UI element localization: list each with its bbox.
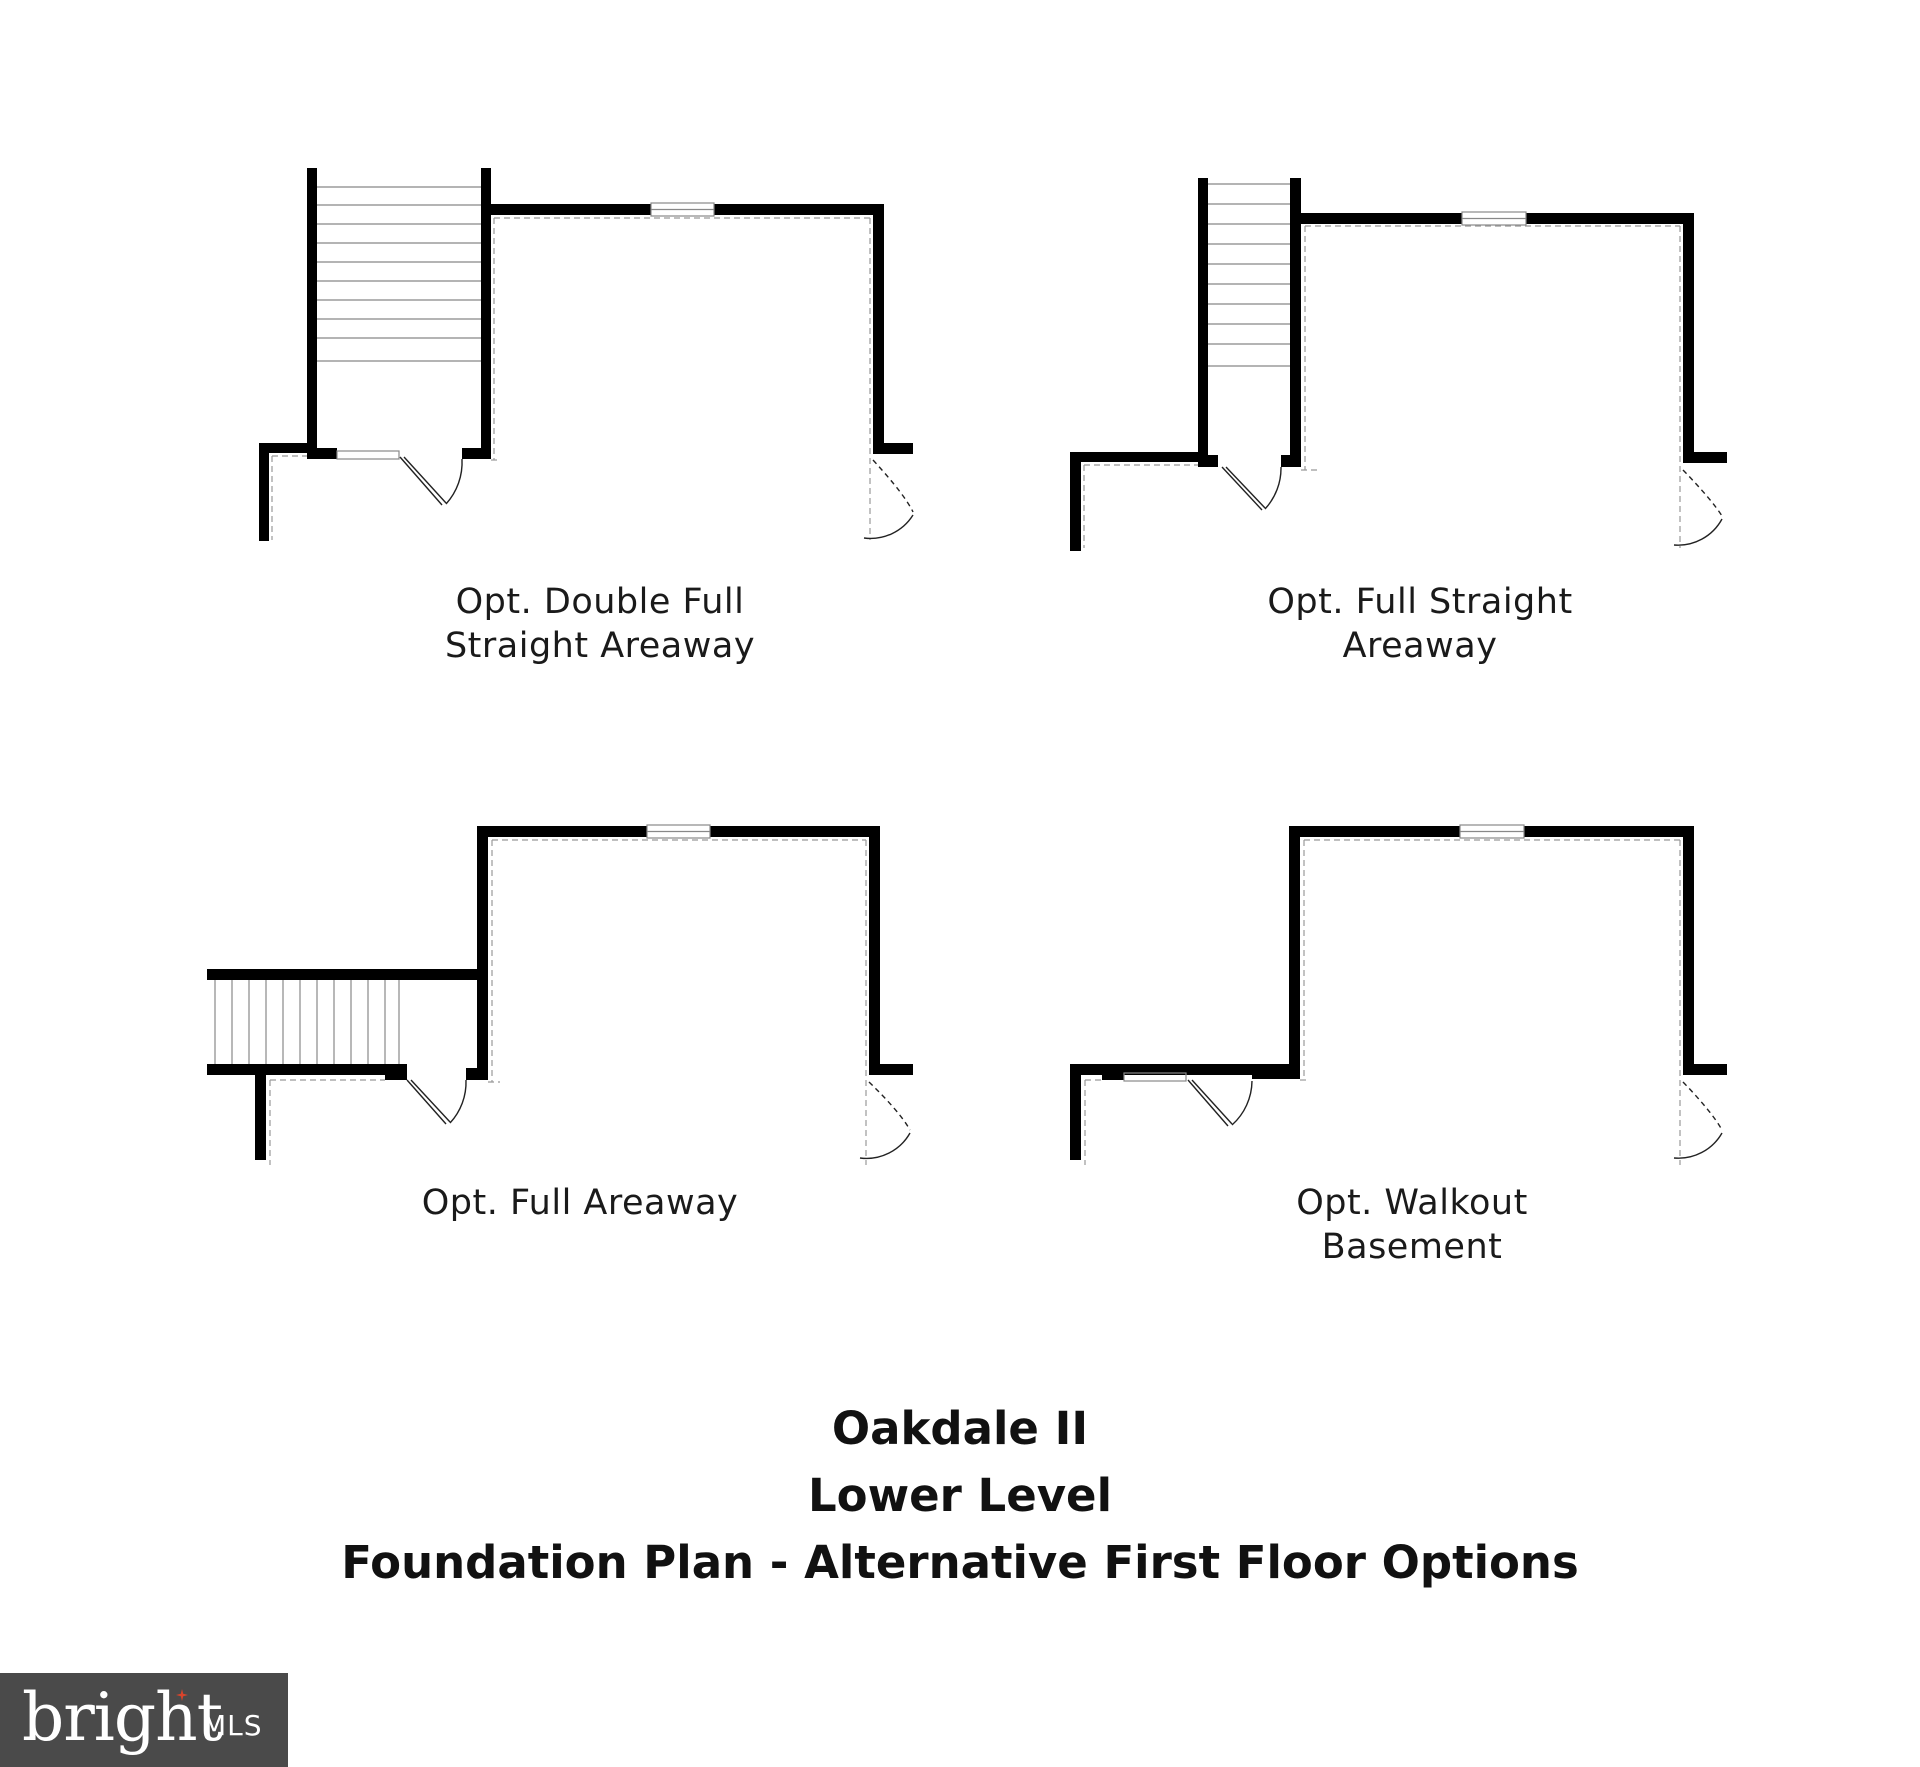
title-line-level: Lower Level [807, 1469, 1112, 1522]
watermark-brand: bright [22, 1679, 223, 1756]
spark-icon [176, 1689, 188, 1701]
plan-label-line: Opt. Full Straight [1267, 582, 1573, 622]
plan-label-double-full-straight: Opt. Double Full Straight Areaway [410, 580, 790, 668]
plan-walkout-basement [1070, 824, 1727, 1165]
plan-label-line: Basement [1321, 1227, 1503, 1267]
plan-label-line: Areaway [1342, 626, 1498, 666]
plan-label-line: Opt. Walkout [1296, 1183, 1528, 1223]
bright-mls-watermark: bright MLS [0, 1673, 288, 1767]
plan-double-full-straight [259, 168, 914, 541]
plan-full-areaway [207, 824, 913, 1165]
plan-label-line: Straight Areaway [444, 626, 756, 666]
page-title: Oakdale II Lower Level Foundation Plan -… [0, 1395, 1920, 1596]
plan-full-straight [1070, 178, 1727, 551]
plan-label-full-areaway: Opt. Full Areaway [390, 1181, 770, 1225]
plan-label-walkout-basement: Opt. Walkout Basement [1222, 1181, 1602, 1269]
title-line-model: Oakdale II [831, 1402, 1089, 1455]
plan-label-full-straight: Opt. Full Straight Areaway [1230, 580, 1610, 668]
plan-label-line: Opt. Full Areaway [421, 1183, 739, 1223]
plan-label-line: Opt. Double Full [455, 582, 745, 622]
title-line-plan: Foundation Plan - Alternative First Floo… [341, 1536, 1579, 1589]
watermark-suffix: MLS [202, 1709, 263, 1742]
